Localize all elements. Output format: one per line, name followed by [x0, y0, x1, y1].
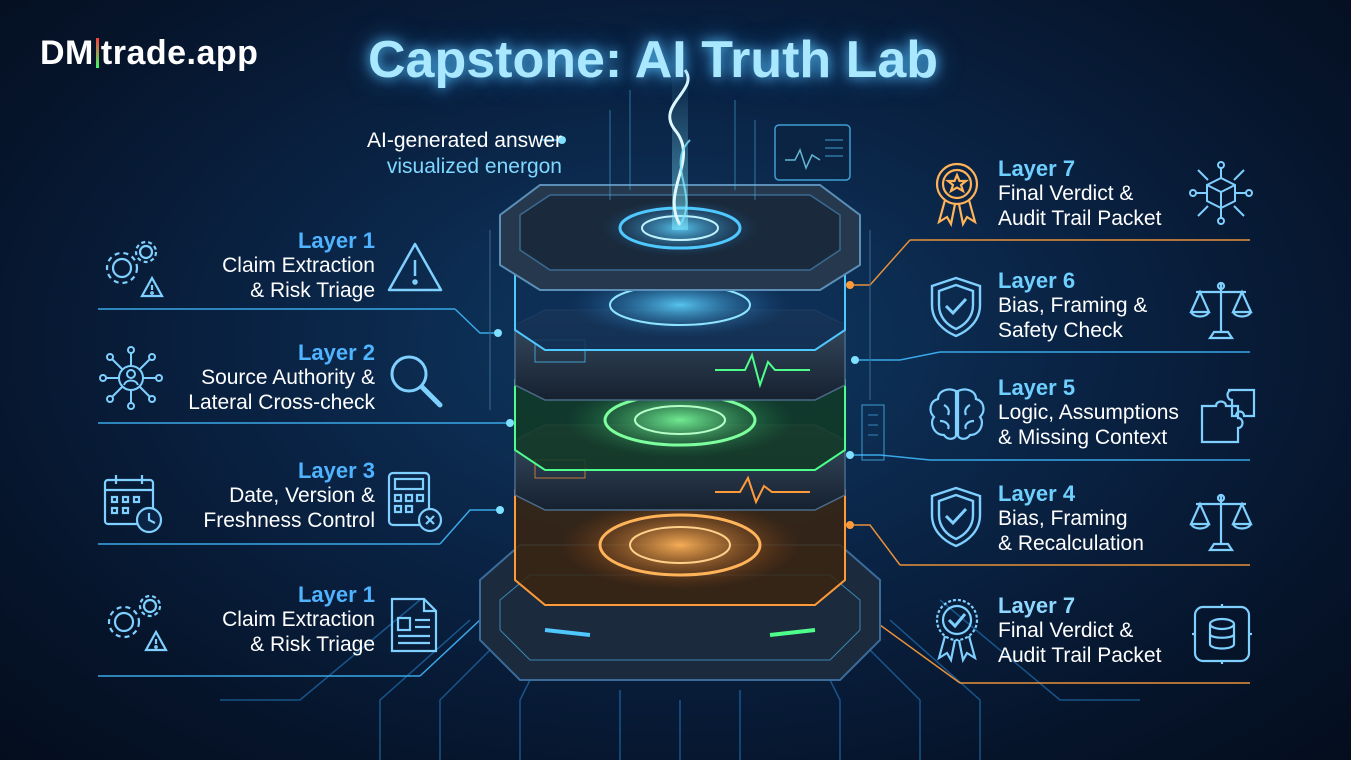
right-layer-5[interactable]: Layer 5 Logic, Assumptions & Missing Con…	[998, 375, 1218, 450]
right-layer-7-top-line2: Audit Trail Packet	[998, 207, 1162, 230]
gears-warning-icon	[105, 240, 164, 298]
calculator-icon	[387, 471, 443, 533]
left-layer-1-line1: Claim Extraction	[222, 254, 375, 277]
left-layer-4-title: Layer 1	[297, 582, 375, 607]
hud-panel-side	[861, 404, 885, 461]
stack-top-cap	[499, 184, 861, 291]
right-layer-4-line2: & Recalculation	[998, 532, 1144, 555]
left-layer-4[interactable]: Layer 1 Claim Extraction & Risk Triage	[150, 582, 375, 657]
left-layer-1-title: Layer 1	[297, 228, 375, 253]
database-icon	[1192, 604, 1252, 664]
right-layer-7-bottom-title: Layer 7	[998, 593, 1076, 618]
shield-check-icon-2	[930, 486, 982, 548]
right-layer-7-top[interactable]: Layer 7 Final Verdict & Audit Trail Pack…	[998, 156, 1208, 231]
right-connector-lines-blue	[850, 351, 1250, 461]
magnifier-icon	[390, 355, 443, 408]
calendar-clock-icon	[103, 475, 163, 534]
right-layer-4-title: Layer 4	[998, 481, 1076, 506]
brand-prefix: DM	[40, 34, 94, 72]
right-layer-7-bottom-line2: Audit Trail Packet	[998, 644, 1162, 667]
left-layer-2-line2: Lateral Cross-check	[188, 391, 375, 414]
network-user-icon	[99, 346, 163, 410]
right-layer-4-line1: Bias, Framing	[998, 507, 1128, 530]
brand-suffix: trade.app	[100, 34, 259, 72]
right-layer-4[interactable]: Layer 4 Bias, Framing & Recalculation	[998, 481, 1208, 556]
shield-check-icon	[930, 276, 982, 338]
document-icon	[390, 597, 438, 653]
right-layer-6-line1: Bias, Framing &	[998, 294, 1148, 317]
right-layer-6[interactable]: Layer 6 Bias, Framing & Safety Check	[998, 268, 1208, 343]
right-layer-7-top-line1: Final Verdict &	[998, 182, 1134, 205]
right-layer-7-top-title: Layer 7	[998, 156, 1076, 181]
scales-icon-2	[1189, 493, 1253, 552]
warning-triangle-icon	[387, 242, 443, 292]
right-layer-6-title: Layer 6	[998, 268, 1076, 293]
hud-panel	[774, 124, 851, 181]
energon-line1: AI-generated answer	[367, 129, 562, 152]
energon-line2: visualized energon	[386, 155, 562, 178]
award-check-icon	[935, 598, 979, 664]
energy-beam	[609, 69, 756, 230]
scales-icon	[1189, 281, 1253, 340]
left-layer-4-line2: & Risk Triage	[250, 633, 375, 656]
left-layer-4-line1: Claim Extraction	[222, 608, 375, 631]
right-layer-5-title: Layer 5	[998, 375, 1076, 400]
right-layer-5-line1: Logic, Assumptions	[998, 401, 1179, 424]
page-title: Capstone: AI Truth Lab	[368, 31, 939, 89]
left-layer-2-title: Layer 2	[297, 340, 375, 365]
left-layer-2-line1: Source Authority &	[201, 366, 375, 389]
brand-bar-icon	[95, 38, 99, 68]
brain-icon	[929, 388, 985, 440]
energon-label: AI-generated answer visualized energon	[300, 128, 562, 180]
left-layer-3[interactable]: Layer 3 Date, Version & Freshness Contro…	[160, 458, 375, 533]
left-layer-3-line2: Freshness Control	[203, 509, 375, 532]
puzzle-icon	[1200, 388, 1256, 444]
right-layer-7-bottom[interactable]: Layer 7 Final Verdict & Audit Trail Pack…	[998, 593, 1208, 668]
left-layer-3-title: Layer 3	[297, 458, 375, 483]
left-layer-1[interactable]: Layer 1 Claim Extraction & Risk Triage	[160, 228, 375, 303]
left-layer-2[interactable]: Layer 2 Source Authority & Lateral Cross…	[150, 340, 375, 415]
cube-network-icon	[1189, 161, 1253, 225]
award-star-icon	[935, 162, 979, 228]
right-layer-5-line2: & Missing Context	[998, 426, 1168, 449]
gears-warning-icon-bottom	[107, 594, 168, 652]
right-layer-7-bottom-line1: Final Verdict &	[998, 619, 1134, 642]
left-layer-1-line2: & Risk Triage	[250, 279, 375, 302]
right-layer-6-line2: Safety Check	[998, 319, 1123, 342]
left-layer-3-line1: Date, Version &	[229, 484, 375, 507]
